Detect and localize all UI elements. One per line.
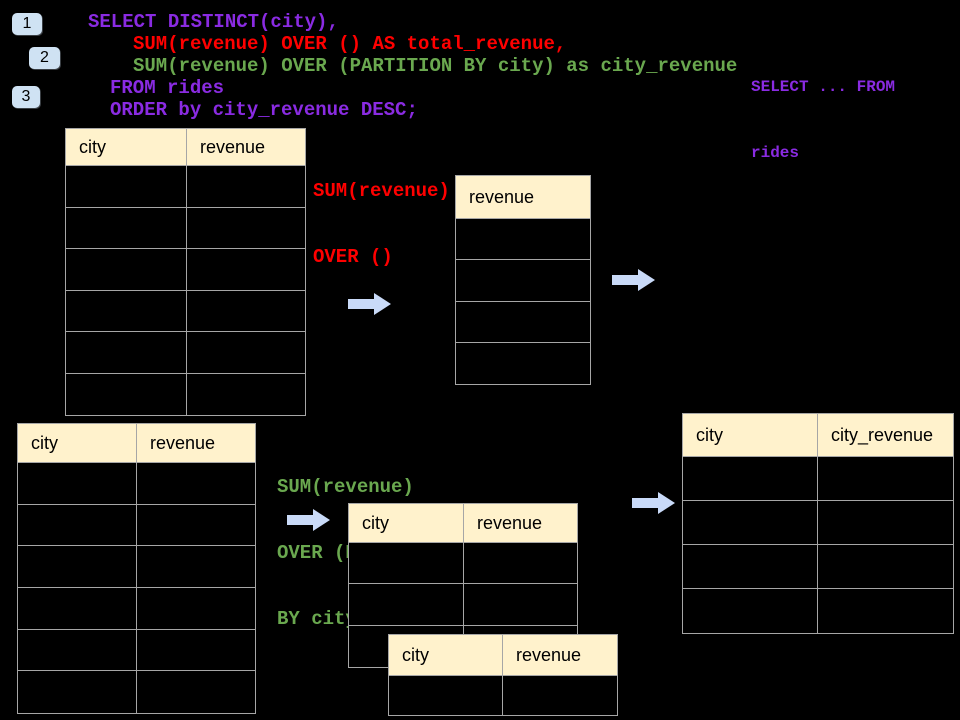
step-badge-1: 1	[12, 13, 42, 35]
table-cell-empty	[137, 546, 255, 589]
table-cell-empty	[187, 374, 305, 416]
table-cell-empty	[137, 505, 255, 547]
column-header-revenue: revenue	[137, 424, 255, 463]
table-partition-mid-header-row: city revenue	[349, 504, 577, 543]
table-source-top-header-row: city revenue	[66, 129, 305, 166]
table-cell-empty	[18, 588, 137, 630]
table-source-bottom-body	[18, 463, 255, 714]
table-source-top-body	[66, 166, 305, 415]
table-total-revenue-body	[456, 219, 590, 384]
table-source-top: city revenue	[65, 128, 306, 416]
table-cell-empty	[818, 457, 953, 501]
step-badge-2-label: 2	[40, 49, 49, 66]
flow-arrow-right-icon	[632, 491, 676, 515]
table-cell-empty	[187, 332, 305, 374]
table-cell-empty	[66, 290, 187, 332]
table-cell-empty	[66, 332, 187, 374]
table-cell-empty	[66, 166, 187, 208]
table-cell-empty	[464, 584, 577, 626]
step-badge-1-label: 1	[22, 15, 32, 32]
table-cell-empty	[187, 208, 305, 249]
step-badge-2: 2	[29, 47, 60, 69]
table-cell-empty	[18, 504, 137, 547]
table-cell-empty	[818, 589, 953, 633]
table-cell-empty	[456, 343, 590, 384]
column-header-revenue: revenue	[503, 635, 617, 676]
table-cell-empty	[18, 463, 137, 505]
table-source-bottom-header-row: city revenue	[18, 424, 255, 463]
column-header-city: city	[66, 129, 187, 166]
column-header-city: city	[18, 424, 137, 463]
table-cell-empty	[456, 219, 590, 261]
table-cell-empty	[349, 584, 464, 626]
table-cell-empty	[187, 166, 305, 208]
table-cell-empty	[464, 543, 577, 585]
table-cell-empty	[18, 671, 137, 714]
table-partition-front-header-row: city revenue	[389, 635, 617, 676]
column-header-city-revenue: city_revenue	[818, 414, 953, 457]
table-cell-empty	[66, 249, 187, 291]
table-cell-empty	[683, 501, 818, 545]
table-cell-empty	[683, 457, 818, 501]
table-cell-empty	[18, 629, 137, 672]
table-cell-empty	[187, 291, 305, 332]
table-result-right-header-row: city city_revenue	[683, 414, 953, 457]
column-header-revenue: revenue	[456, 176, 590, 219]
label-total-revenue-fn-line-1: SUM(revenue)	[313, 180, 450, 202]
table-cell-empty	[18, 546, 137, 589]
flow-arrow-right-icon	[287, 508, 331, 532]
table-cell-empty	[137, 630, 255, 672]
sql-code-line-city-revenue: SUM(revenue) OVER (PARTITION BY city) as…	[133, 55, 738, 77]
table-cell-empty	[66, 207, 187, 249]
table-cell-empty	[349, 543, 464, 585]
table-cell-empty	[818, 501, 953, 545]
column-header-revenue: revenue	[464, 504, 577, 543]
column-header-revenue: revenue	[187, 129, 305, 166]
column-header-city: city	[389, 635, 503, 676]
table-result-right-body	[683, 457, 953, 633]
table-cell-empty	[137, 588, 255, 630]
flow-arrow-right-icon	[612, 268, 656, 292]
step-badge-3: 3	[12, 86, 40, 108]
column-header-city: city	[683, 414, 818, 457]
sql-code-line-select: SELECT DISTINCT(city),	[88, 11, 339, 33]
side-note-line-2: rides	[751, 144, 800, 162]
table-cell-empty	[683, 545, 818, 589]
table-cell-empty	[66, 373, 187, 415]
label-total-revenue-fn: SUM(revenue) OVER ()	[313, 136, 450, 312]
side-note-line-1: SELECT ... FROM	[751, 78, 896, 96]
table-cell-empty	[456, 302, 590, 343]
table-cell-empty	[389, 676, 503, 715]
table-source-bottom: city revenue	[17, 423, 256, 715]
label-partition-fn-line-1: SUM(revenue)	[277, 476, 414, 498]
sql-code-line-from: FROM rides	[110, 77, 225, 99]
table-cell-empty	[137, 671, 255, 713]
column-header-city: city	[349, 504, 464, 543]
table-cell-empty	[137, 463, 255, 505]
table-total-revenue: revenue	[455, 175, 591, 386]
side-note-select-from: SELECT ... FROM rides	[751, 32, 895, 208]
flow-arrow-right-icon	[348, 292, 392, 316]
table-cell-empty	[456, 260, 590, 302]
table-cell-empty	[503, 676, 617, 715]
step-badge-3-label: 3	[21, 88, 31, 105]
sql-code-line-order-by: ORDER by city_revenue DESC;	[110, 99, 418, 121]
table-cell-empty	[187, 249, 305, 291]
table-partition-front-body	[389, 676, 617, 715]
table-partition-front: city revenue	[388, 634, 618, 716]
table-cell-empty	[818, 545, 953, 589]
table-cell-empty	[683, 589, 818, 633]
sql-code-line-total-revenue: SUM(revenue) OVER () AS total_revenue,	[133, 33, 567, 55]
table-result-right: city city_revenue	[682, 413, 954, 634]
label-total-revenue-fn-line-2: OVER ()	[313, 246, 393, 268]
table-total-revenue-header-row: revenue	[456, 176, 590, 219]
